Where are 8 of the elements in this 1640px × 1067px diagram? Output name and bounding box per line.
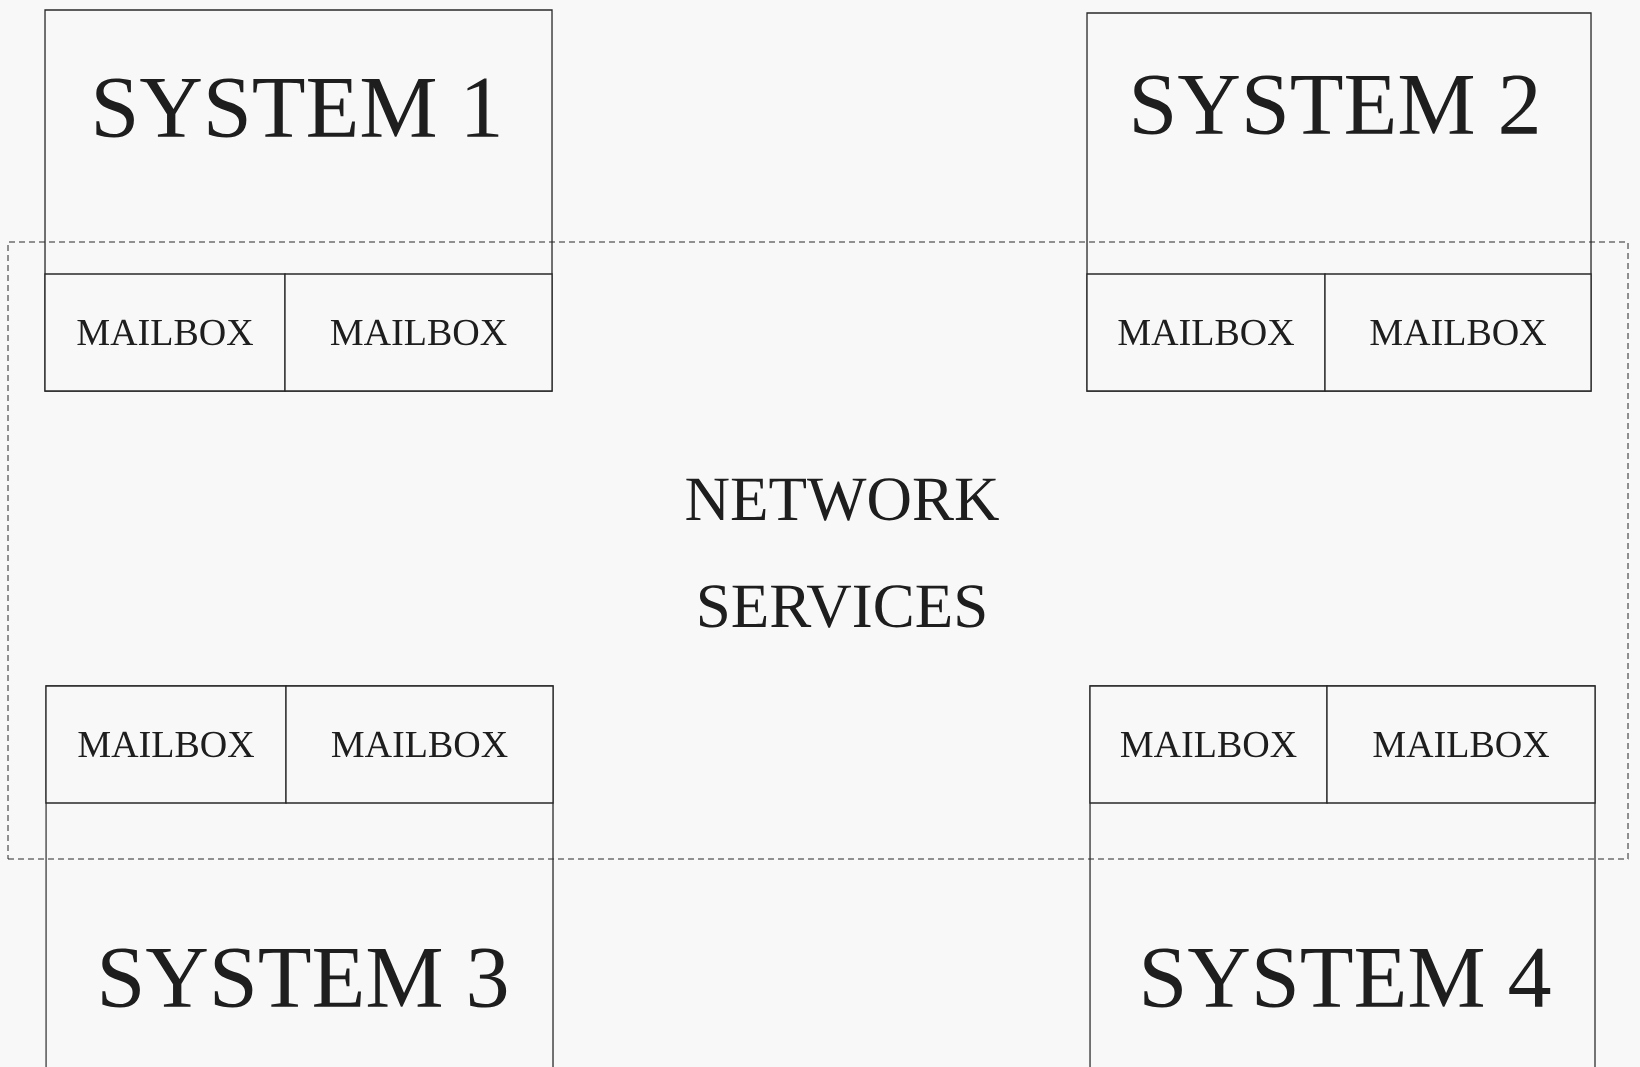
mailbox-box: MAILBOX	[44, 273, 286, 392]
mailbox-box: MAILBOX	[284, 273, 553, 392]
mailbox-box: MAILBOX	[1086, 273, 1326, 392]
mailbox-box: MAILBOX	[1089, 685, 1328, 804]
mailbox-box: MAILBOX	[45, 685, 287, 804]
mailbox-box: MAILBOX	[1326, 685, 1596, 804]
mailbox-box: MAILBOX	[285, 685, 554, 804]
mailbox-box: MAILBOX	[1324, 273, 1592, 392]
